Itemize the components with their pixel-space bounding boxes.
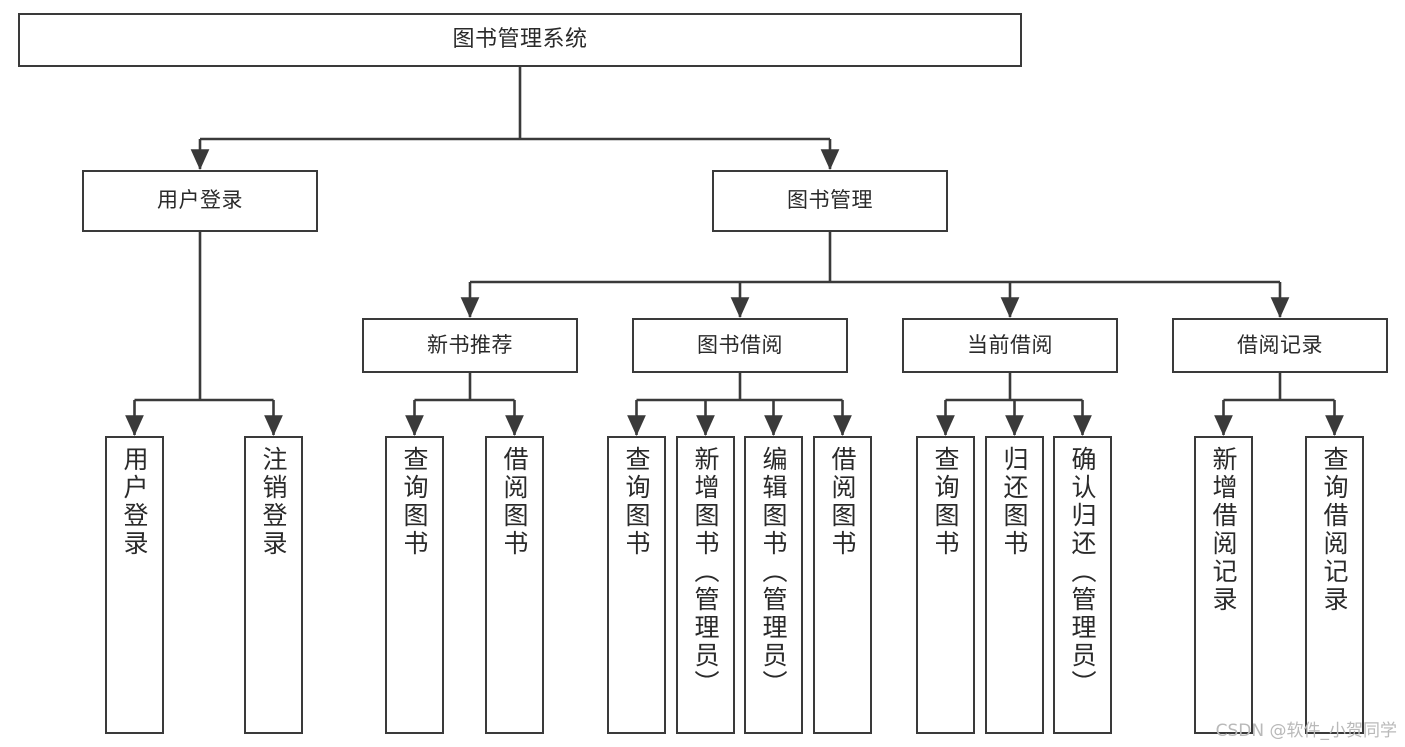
node-label: 当前借阅 — [967, 332, 1053, 357]
node-label: 查询借阅记录 — [1320, 446, 1349, 614]
node-leaf1[interactable]: 用户登录 — [105, 436, 164, 734]
node-leaf12[interactable]: 新增借阅记录 — [1194, 436, 1253, 734]
node-label: 查询图书 — [622, 446, 651, 558]
node-label: 用户登录 — [157, 188, 243, 213]
csdn-watermark: CSDN @软件_小贺同学 — [1215, 721, 1397, 741]
node-leaf2[interactable]: 注销登录 — [244, 436, 303, 734]
node-leaf3[interactable]: 查询图书 — [385, 436, 444, 734]
node-label: 借阅图书 — [828, 446, 857, 558]
node-l3d[interactable]: 借阅记录 — [1172, 318, 1388, 373]
node-label: 图书借阅 — [697, 332, 783, 357]
node-l3b[interactable]: 图书借阅 — [632, 318, 848, 373]
node-leaf9[interactable]: 查询图书 — [916, 436, 975, 734]
node-label: 查询图书 — [931, 446, 960, 558]
node-label: 注销登录 — [259, 446, 288, 558]
node-l3a[interactable]: 新书推荐 — [362, 318, 578, 373]
node-label: 借阅图书 — [500, 446, 529, 558]
node-label: 编辑图书（管理员） — [759, 446, 788, 698]
node-leaf6[interactable]: 新增图书（管理员） — [676, 436, 735, 734]
node-leaf11[interactable]: 确认归还（管理员） — [1053, 436, 1112, 734]
node-leaf4[interactable]: 借阅图书 — [485, 436, 544, 734]
node-label: 图书管理 — [787, 188, 873, 213]
node-label: 查询图书 — [400, 446, 429, 558]
node-label: 确认归还（管理员） — [1068, 446, 1097, 698]
node-label: 借阅记录 — [1237, 332, 1323, 357]
node-leaf13[interactable]: 查询借阅记录 — [1305, 436, 1364, 734]
node-l2b[interactable]: 图书管理 — [712, 170, 948, 232]
node-label: 归还图书 — [1000, 446, 1029, 558]
node-label: 新增借阅记录 — [1209, 446, 1238, 614]
node-label: 新书推荐 — [427, 332, 513, 357]
node-l3c[interactable]: 当前借阅 — [902, 318, 1118, 373]
node-leaf5[interactable]: 查询图书 — [607, 436, 666, 734]
node-leaf10[interactable]: 归还图书 — [985, 436, 1044, 734]
node-label: 新增图书（管理员） — [691, 446, 720, 698]
node-label: 图书管理系统 — [452, 26, 588, 52]
node-label: 用户登录 — [120, 446, 149, 558]
node-leaf8[interactable]: 借阅图书 — [813, 436, 872, 734]
node-leaf7[interactable]: 编辑图书（管理员） — [744, 436, 803, 734]
node-root[interactable]: 图书管理系统 — [18, 13, 1022, 67]
node-l2a[interactable]: 用户登录 — [82, 170, 318, 232]
